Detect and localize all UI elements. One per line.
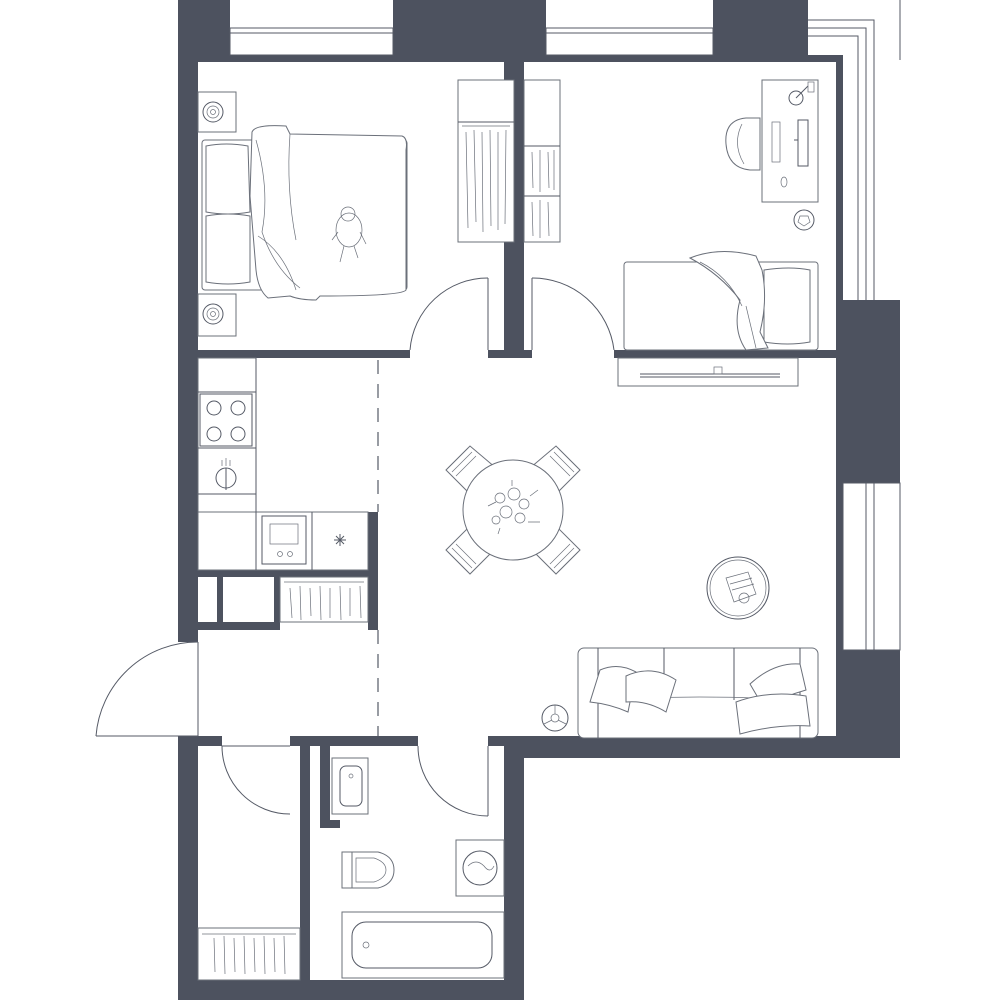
- bathtub-icon: [341, 911, 505, 979]
- robot-vacuum-icon: [541, 704, 569, 732]
- tv-console-icon: [617, 357, 799, 387]
- sink-icon: [331, 757, 369, 815]
- windows: [229, 0, 901, 651]
- dining-table-icon: [445, 445, 581, 575]
- bed-icon: [201, 125, 408, 301]
- toilet-icon: [341, 851, 395, 889]
- oven-icon: [261, 515, 307, 565]
- closet: [279, 576, 369, 623]
- storage-room: [197, 927, 301, 981]
- sink-icon: [215, 458, 237, 490]
- wardrobe-icon: [523, 79, 561, 243]
- nightstand-icon: [197, 91, 237, 133]
- walls: [178, 0, 900, 1000]
- washing-machine-icon: [455, 839, 505, 897]
- coffee-table-icon: [706, 556, 770, 620]
- sofa-icon: [577, 647, 819, 739]
- chair-icon: [725, 117, 761, 171]
- doors: [95, 277, 615, 817]
- bedroom-kids: [523, 79, 819, 387]
- ball-icon: [793, 209, 815, 231]
- desk-icon: [761, 79, 819, 203]
- nightstand-icon: [197, 293, 237, 337]
- sparkle-icon: [334, 534, 346, 546]
- wardrobe-icon: [457, 79, 515, 243]
- kitchen: [197, 357, 369, 571]
- bathroom: [331, 757, 505, 979]
- stove-icon: [199, 393, 253, 447]
- bed-icon: [623, 250, 819, 351]
- bedroom-master: [197, 79, 515, 337]
